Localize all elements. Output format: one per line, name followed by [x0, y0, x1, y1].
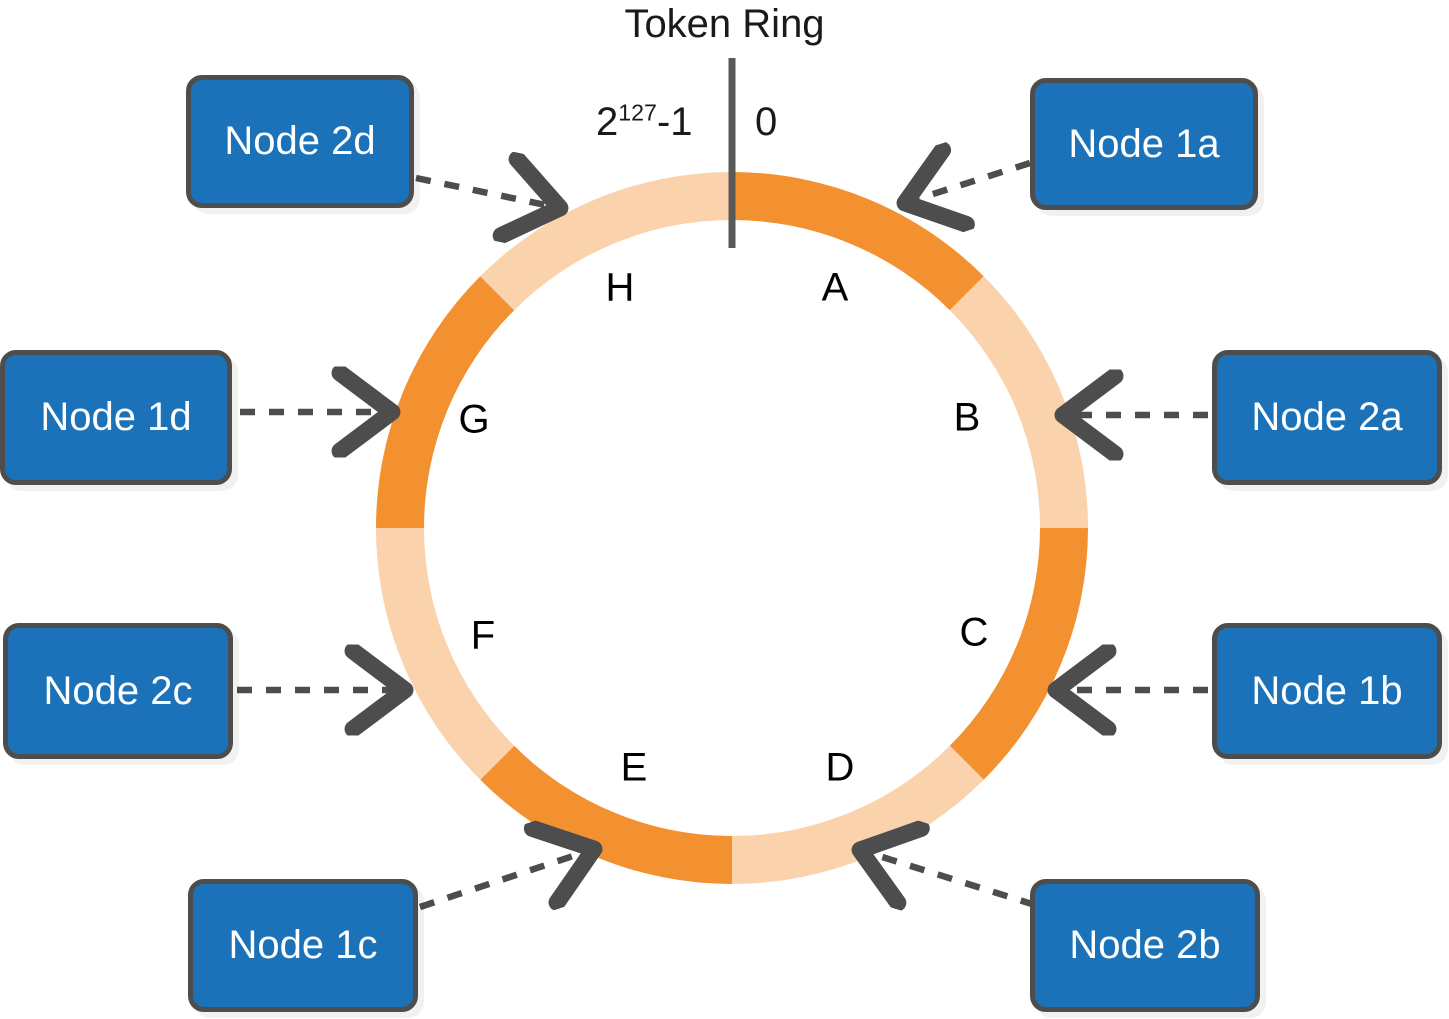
arrow-node-2d [415, 178, 560, 208]
node-box-1a[interactable]: Node 1a [1030, 78, 1258, 210]
node-box-1d[interactable]: Node 1d [0, 350, 232, 485]
page-title: Token Ring [624, 2, 825, 46]
node-box-2d[interactable]: Node 2d [186, 75, 414, 208]
arrow-node-2b [860, 850, 1036, 905]
connector-arrows [237, 163, 1208, 907]
node-box-1c[interactable]: Node 1c [188, 879, 418, 1012]
ring-label-A: A [821, 265, 849, 310]
ring-segment-E[interactable] [480, 745, 732, 884]
ring-segments [376, 172, 1089, 884]
arrow-node-1a [905, 163, 1031, 203]
node-box-2b[interactable]: Node 2b [1030, 879, 1260, 1012]
node-box-1b[interactable]: Node 1b [1212, 623, 1442, 759]
ring-segment-G[interactable] [376, 276, 515, 528]
node-box-2a[interactable]: Node 2a [1212, 350, 1442, 485]
ring-label-B: B [953, 395, 981, 440]
ring-end-label: 2127-1 [596, 99, 693, 144]
node-box-2c[interactable]: Node 2c [3, 623, 233, 759]
ring-segment-A[interactable] [732, 172, 984, 311]
ring-label-D: D [825, 745, 855, 790]
ring-label-H: H [605, 265, 635, 310]
arrow-node-1c [418, 849, 594, 907]
ring-start-label: 0 [755, 100, 778, 144]
ring-segment-C[interactable] [949, 528, 1089, 780]
ring-segment-F[interactable] [376, 528, 515, 780]
ring-label-E: E [620, 745, 648, 790]
ring-label-G: G [458, 397, 490, 442]
ring-label-C: C [959, 610, 989, 655]
ring-label-F: F [470, 613, 496, 658]
ring-segment-H[interactable] [480, 172, 732, 311]
ring-segment-D[interactable] [732, 745, 984, 884]
ring-segment-B[interactable] [949, 276, 1088, 528]
